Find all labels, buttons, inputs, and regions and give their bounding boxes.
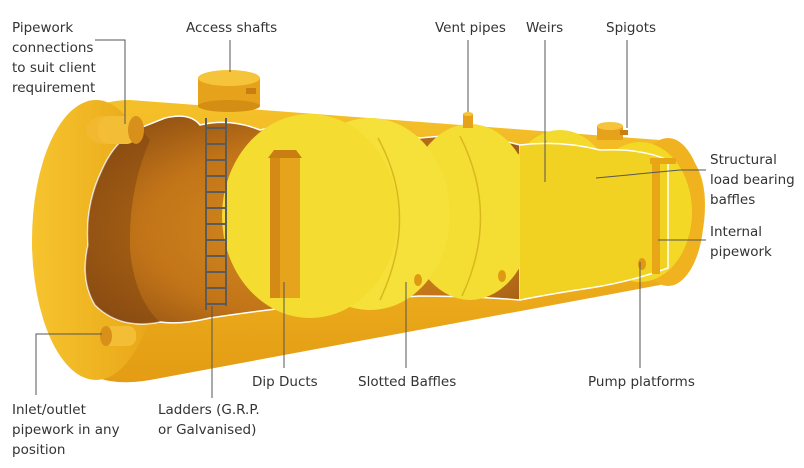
inlet-outlet-pipe [100,326,136,346]
baffle-edge [377,137,401,301]
label-line: Pipework [12,20,74,36]
label-line: baffles [710,192,756,208]
label-line: or Galvanised) [158,422,257,438]
label-line: position [12,442,66,458]
label-weirs: Weirs [526,20,564,36]
label-spigots: Spigots [606,20,657,36]
dip-duct-top [268,150,302,158]
label-line: Ladders (G.R.P. [158,402,260,418]
label-line: Structural [710,152,777,168]
label-line: pipework [710,244,772,260]
label-ladders: Ladders (G.R.P. or Galvanised) [158,400,260,440]
label-pipework-connections: Pipework connections to suit client requ… [12,18,96,98]
ladder [205,118,227,310]
baffle-hole [638,258,646,270]
dip-duct-side [270,158,280,298]
label-vent-pipes: Vent pipes [435,20,506,36]
baffle-edge [459,135,482,297]
label-line: requirement [12,80,96,96]
label-access-shafts: Access shafts [186,20,278,36]
label-inlet-outlet: Inlet/outlet pipework in any position [12,400,120,460]
label-pump-platforms: Pump platforms [588,374,695,390]
baffle-disc-front [222,114,398,318]
leader-inlet-outlet [35,333,102,395]
vent-pipe [463,112,473,128]
spigot [597,122,628,140]
internal-pipe [652,158,660,274]
label-structural-baffles: Structural load bearing baffles [710,150,795,210]
baffle-hole [498,270,506,282]
label-line: load bearing [710,172,795,188]
leader-pipework [95,39,126,124]
label-line: to suit client [12,60,96,76]
label-internal-pipework: Internal pipework [710,222,772,262]
interior-shadow [85,128,160,324]
internal-pipe-cap [650,158,676,164]
baffle-hole [414,274,422,286]
access-shaft [198,70,260,112]
label-line: connections [12,40,94,56]
label-slotted-baffles: Slotted Baffles [358,374,457,390]
pipework-connection [86,116,144,144]
label-line: Inlet/outlet [12,402,86,418]
label-dip-ducts: Dip Ducts [252,374,318,390]
label-line: Internal [710,224,763,240]
label-line: pipework in any [12,422,120,438]
leader-structural [595,169,706,179]
